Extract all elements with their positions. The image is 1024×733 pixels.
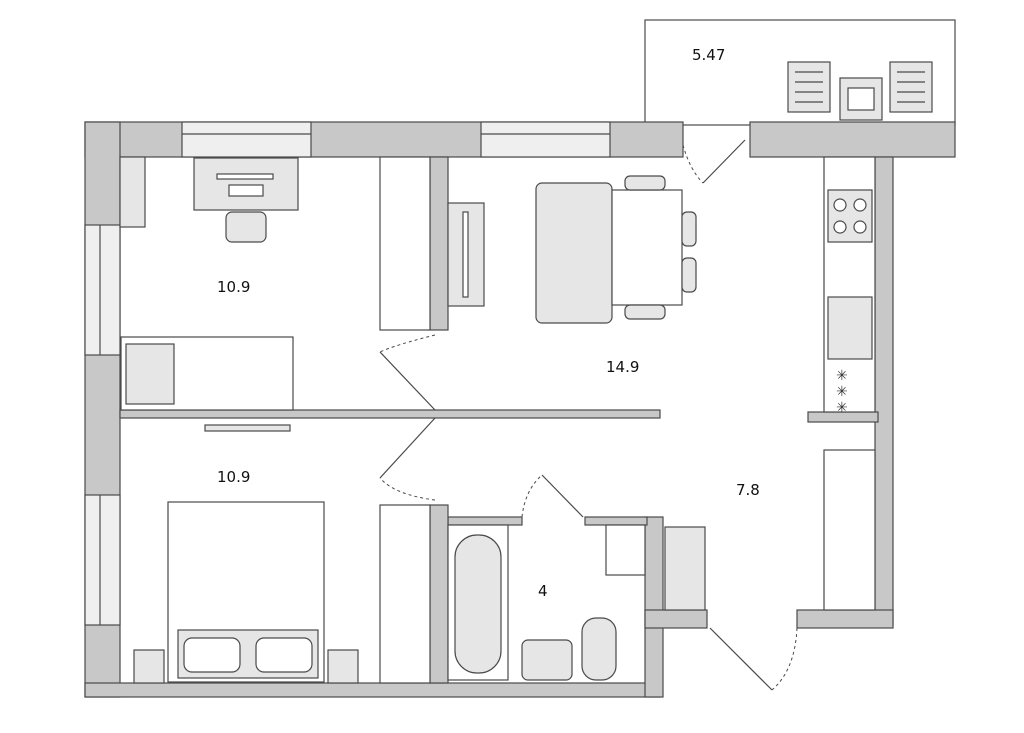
nightstand bbox=[133, 649, 165, 684]
wardrobes bbox=[119, 156, 876, 684]
bathtub bbox=[447, 524, 509, 681]
svg-text:✳: ✳ bbox=[836, 384, 848, 400]
room-area-label: 10.9 bbox=[217, 278, 251, 296]
shoe-cabinet bbox=[664, 526, 706, 611]
desk-with-computer bbox=[193, 157, 299, 243]
balcony bbox=[644, 19, 956, 126]
svg-text:✳: ✳ bbox=[836, 400, 848, 416]
bed-double bbox=[167, 501, 325, 683]
nightstand bbox=[327, 649, 359, 684]
deck-chair-icon bbox=[889, 61, 933, 113]
room-area-label: 5.47 bbox=[692, 46, 726, 64]
doors[interactable] bbox=[379, 139, 798, 691]
kitchen-unit: ✳ ✳ ✳ bbox=[823, 156, 876, 416]
deck-chair-icon bbox=[787, 61, 831, 113]
bed-single bbox=[120, 336, 294, 411]
room-area-label: 14.9 bbox=[606, 358, 640, 376]
dining-table bbox=[611, 175, 697, 320]
sofa bbox=[535, 182, 613, 324]
stove-icon bbox=[827, 189, 873, 243]
windows bbox=[84, 121, 611, 626]
tv-unit bbox=[447, 202, 485, 307]
sink bbox=[521, 639, 573, 681]
room-area-label: 10.9 bbox=[217, 468, 251, 486]
toilet bbox=[581, 617, 617, 681]
svg-text:✳: ✳ bbox=[836, 368, 848, 384]
tv-stand bbox=[204, 424, 291, 432]
room-area-label: 4 bbox=[538, 582, 548, 600]
newspaper-table-icon bbox=[839, 77, 883, 121]
sink-icon bbox=[827, 296, 873, 360]
room-area-label: 7.8 bbox=[736, 481, 760, 499]
washing-machine bbox=[605, 524, 646, 576]
